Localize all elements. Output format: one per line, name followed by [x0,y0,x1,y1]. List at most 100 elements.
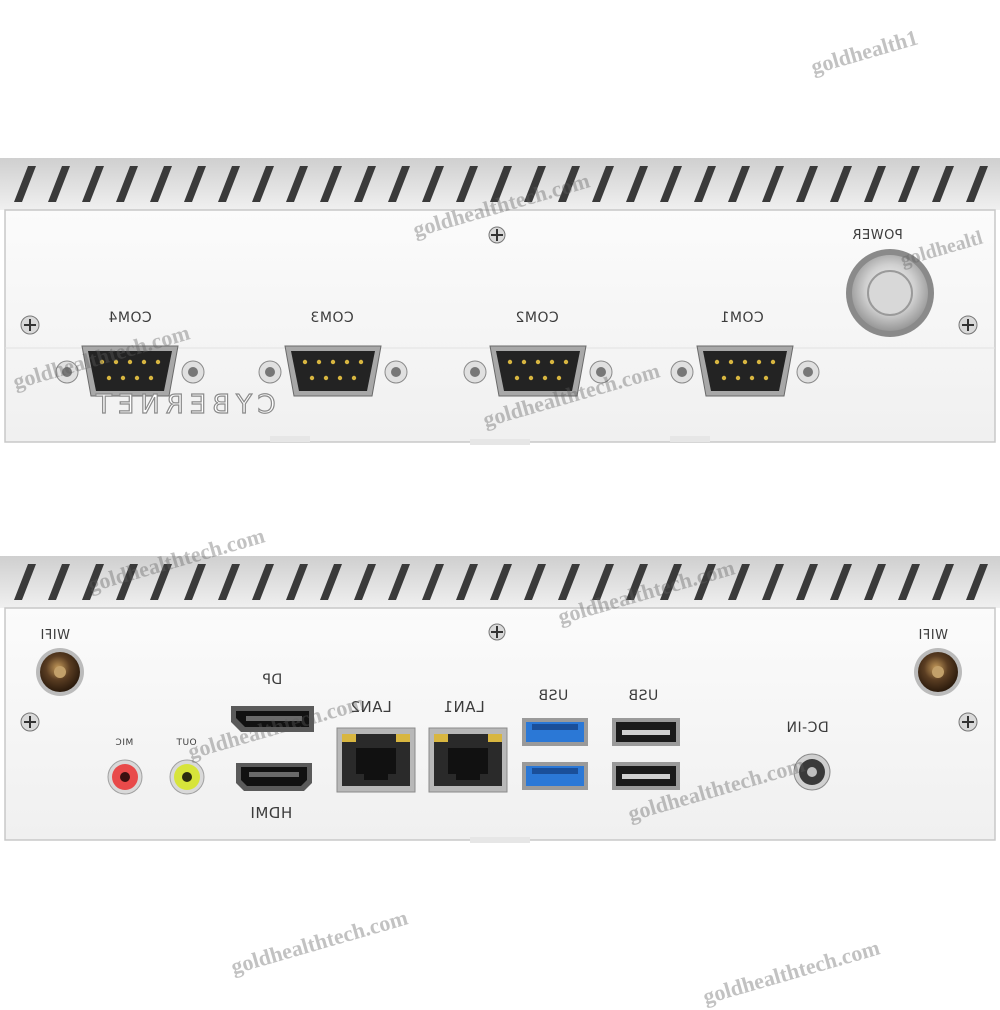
mic-label: MIC [115,738,134,748]
heatsink-slot [932,564,954,600]
hdmi-label: HDMI [250,804,293,822]
heatsink-slot [354,564,376,600]
heatsink-slot [762,166,784,202]
heatsink-slot [966,564,988,600]
heatsink-slot [388,564,410,600]
heatsink-slot [898,166,920,202]
heatsink-slot [456,166,478,202]
com-port-4[interactable] [55,345,205,397]
heatsink-slot [252,564,274,600]
power-button[interactable] [846,249,934,337]
heatsink-slot [320,166,342,202]
heatsink-slot [524,564,546,600]
power-label: POWER [852,228,903,243]
com-label-2: COM2 [515,310,559,326]
displayport-connector[interactable] [231,706,314,732]
heatsink-slot [694,166,716,202]
heatsink-slot [762,564,784,600]
heatsink-slot [150,564,172,600]
mic-jack[interactable] [107,759,143,795]
heatsink-slot [252,166,274,202]
heatsink-slot [184,564,206,600]
out-label: OUT [176,738,197,748]
heatsink-slot [14,564,36,600]
usb3-port-bottom[interactable] [522,762,588,790]
lan1-label: LAN1 [443,698,485,716]
heatsink-slot [422,564,444,600]
heatsink-slot [898,564,920,600]
com-port-1[interactable] [670,345,820,397]
heatsink-slot [796,564,818,600]
heatsink-slot [490,166,512,202]
rear-panel: WIFI WIFI MIC OUT DP HDMI LAN2 LAN1 USB … [0,548,1000,848]
dc-in-jack[interactable] [793,753,831,791]
com-port-3[interactable] [258,345,408,397]
heatsink-slot [864,166,886,202]
heatsink-slot [354,166,376,202]
heatsink-slot [116,564,138,600]
usb2-port-bottom[interactable] [612,762,680,790]
screw-icon [20,712,40,732]
heatsink-slot [626,166,648,202]
usb2-port-top[interactable] [612,718,680,746]
watermark: goldhealthtech.com [228,904,411,980]
heatsink-slot [286,166,308,202]
usb-label-1: USB [538,688,569,704]
heatsink-slot [116,166,138,202]
heatsink-slot [150,166,172,202]
heatsink-slot [558,166,580,202]
wifi-antenna-connector-right[interactable] [914,648,962,696]
heatsink-slot [966,166,988,202]
heatsink-slot [558,564,580,600]
heatsink-slot [286,564,308,600]
heatsink-slot [456,564,478,600]
heatsink-slot [694,564,716,600]
heatsink-slot [82,166,104,202]
heatsink-slot [82,564,104,600]
heatsink-slot [660,166,682,202]
heatsink-slot [864,564,886,600]
heatsink-slot [48,564,70,600]
rear-heatsink-fins [14,564,988,600]
front-heatsink-fins [14,166,988,202]
heatsink-slot [320,564,342,600]
dp-label: DP [262,672,283,688]
heatsink-slot [524,166,546,202]
heatsink-slot [184,166,206,202]
front-panel: CYBERNET POWER COM4 COM3 COM2 COM1 [0,150,1000,450]
heatsink-slot [592,166,614,202]
screw-icon [488,623,506,641]
com-label-3: COM3 [310,310,354,326]
dc-in-label: DC-IN [786,720,829,736]
heatsink-slot [626,564,648,600]
rear-panel-body [0,556,1000,843]
heatsink-slot [830,166,852,202]
wifi-antenna-connector-left[interactable] [36,648,84,696]
heatsink-slot [932,166,954,202]
lan1-port[interactable] [428,727,508,793]
front-panel-body [0,158,1000,445]
lan2-label: LAN2 [350,698,392,716]
heatsink-slot [218,166,240,202]
line-out-jack[interactable] [169,759,205,795]
lan2-port[interactable] [336,727,416,793]
com-port-2[interactable] [463,345,613,397]
com-label-1: COM1 [720,310,764,326]
heatsink-slot [796,166,818,202]
screw-icon [958,315,978,335]
heatsink-slot [728,564,750,600]
watermark: goldhealth1 [808,24,921,80]
heatsink-slot [388,166,410,202]
brand-logo: CYBERNET [89,389,276,420]
usb-label-2: USB [628,688,659,704]
heatsink-slot [422,166,444,202]
wifi-label-right: WIFI [918,628,948,643]
screw-icon [20,315,40,335]
screw-icon [958,712,978,732]
heatsink-slot [490,564,512,600]
heatsink-slot [592,564,614,600]
screw-icon [488,226,506,244]
usb3-port-top[interactable] [522,718,588,746]
hdmi-connector[interactable] [236,763,312,791]
watermark: goldhealthtech.com [700,934,883,1010]
